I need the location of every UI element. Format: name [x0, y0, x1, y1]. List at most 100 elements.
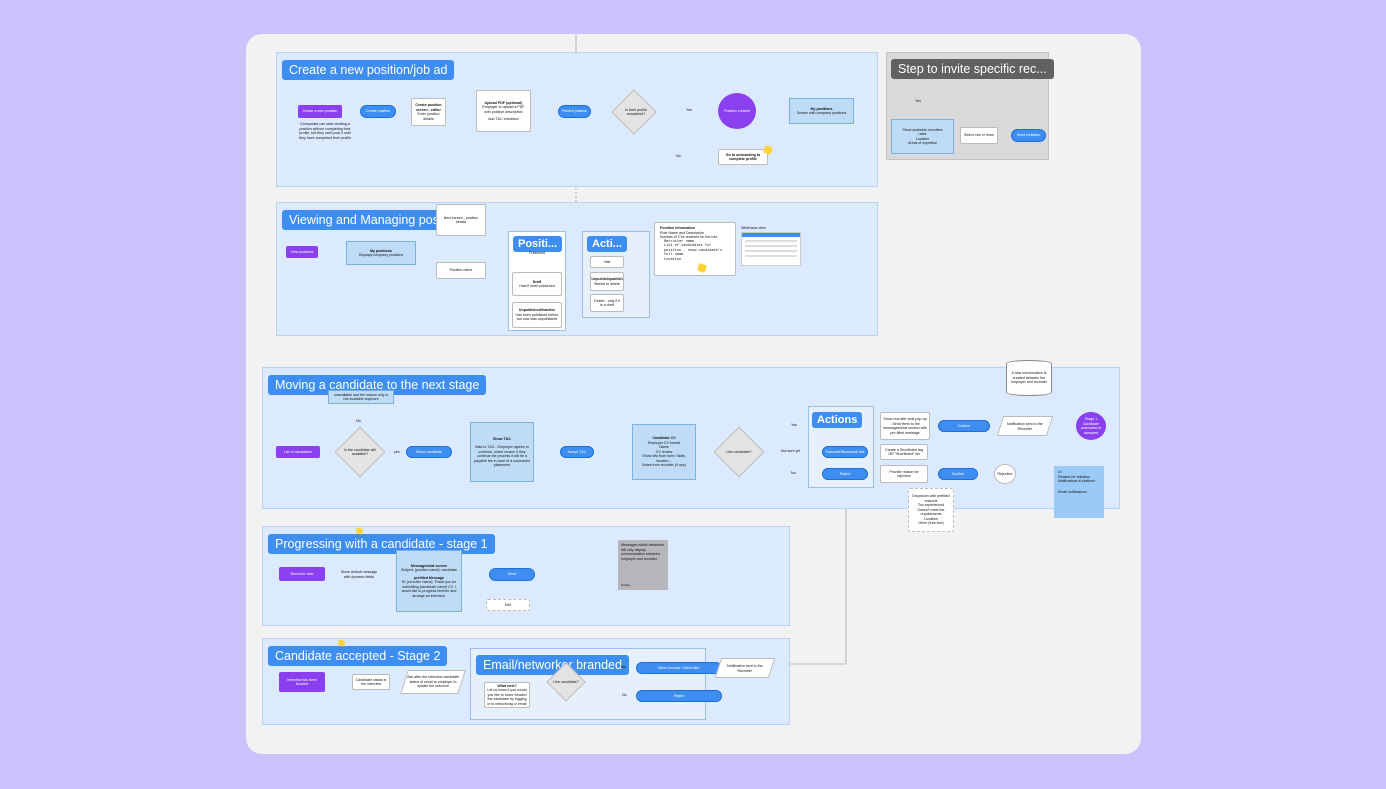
stage1-circle: Stage 1 Candidate automated is accepted — [1076, 412, 1106, 440]
no-label: No — [356, 419, 361, 423]
position-name-node: Position name — [436, 262, 486, 279]
candidate-cv-node: Candidate CV Employer CV format Name CV … — [632, 424, 696, 480]
candidate-status-node: Candidate status in the interview — [352, 674, 390, 690]
candidate-cv-item: Name — [659, 445, 669, 450]
no-label: No — [791, 471, 796, 475]
notification-node: Notification sent to the Recruiter — [996, 416, 1054, 436]
wireframe-row — [745, 240, 797, 242]
moving-actions-header: Actions — [812, 412, 863, 428]
yes-label: yes — [394, 450, 400, 454]
unpublished-body: Has been published before but now was un… — [515, 312, 559, 322]
what-next-node: What next? Let us know if you would you … — [484, 682, 530, 708]
edit-button[interactable]: Edit — [486, 599, 530, 611]
like-candidate-question: Like candidate? — [553, 679, 579, 684]
message-body-title: prefilled Message — [413, 575, 445, 580]
actions-header: Acti... — [587, 236, 627, 252]
yes-label: Yes — [791, 423, 797, 427]
view-positions-button[interactable]: View positions — [286, 246, 318, 258]
create-new-position-button[interactable]: Create a new position — [298, 105, 342, 118]
no-label: No — [622, 693, 627, 697]
ui-sticky-note: UI Reason for rejection Notifications in… — [1054, 466, 1104, 518]
conversation-cylinder: A new conversation is created between th… — [1006, 360, 1052, 396]
rejection-reason: Doesn't meet the requirements — [917, 507, 945, 517]
my-positions-title: My positions — [810, 106, 833, 111]
rejection-reasons-title: Dropdown with prefilled reasons — [912, 494, 950, 503]
show-recruiters-item: Location — [915, 136, 930, 141]
create-position-button[interactable]: Create position — [360, 105, 396, 118]
favourite-button[interactable]: Favourite/Bookmark this — [822, 446, 868, 458]
provide-reason-node: Provide reason for rejection — [880, 465, 928, 483]
section-create-position: Create a new position/job ad — [276, 52, 878, 187]
message-body: Hi, [recruiter name]. Thank you for subm… — [401, 580, 457, 598]
select-candidate-button[interactable]: Select candidate — [406, 446, 452, 458]
show-tc-node: Show T&C links to T&C - Employer agrees … — [470, 422, 534, 482]
my-positions-screen: My positions Displays company positions — [346, 241, 416, 265]
create-screen-title: Create position screen - editor — [415, 103, 442, 112]
grey-sticky-text: Messages within networker will only disp… — [621, 543, 665, 561]
show-recruiters-node: Show available recruiters rates Location… — [891, 119, 954, 154]
upload-body: Employer to upload a PDF with position d… — [482, 105, 525, 114]
upload-extra: Add T&C checkbox — [488, 117, 519, 121]
accepted-notification-text: Notification sent to the Recruiter — [727, 663, 763, 673]
candidate-cv-item: Notes from recruiter (if any) — [642, 463, 686, 468]
section-title: Step to invite specific rec... — [891, 59, 1054, 79]
ui-sticky-item: Reason for rejection — [1058, 474, 1091, 479]
show-tc-title: Show T&C — [493, 436, 511, 441]
accepted-reject-button[interactable]: Reject — [636, 690, 722, 702]
no-label: No — [676, 154, 681, 158]
position-info-sub: List of candidates for position - show c… — [664, 244, 723, 257]
list-candidates-button[interactable]: List of candidates — [276, 446, 320, 458]
send-invitation-button[interactable]: Send invitation — [1011, 129, 1046, 142]
like-candidate-question: Like candidate? — [726, 449, 752, 454]
visit-node: Visit — [590, 256, 624, 268]
wireframe-row — [745, 255, 797, 257]
show-tc-body: links to T&C - Employer agrees to contin… — [474, 445, 530, 467]
show-recruiters-item: rates — [918, 132, 927, 136]
position-info-title: Position information — [660, 226, 695, 230]
rejection-reasons-node: Dropdown with prefilled reasons Too expe… — [908, 488, 954, 532]
section-title: Moving a candidate to the next stage — [268, 375, 487, 395]
invite-yes-label: Yes — [915, 99, 921, 103]
reject-button[interactable]: Reject — [822, 468, 868, 480]
message-chat-node: Message/chat screen Subject: [position n… — [396, 550, 462, 612]
onboarding-text: Go to onboarding to complete profile — [725, 152, 761, 162]
what-next-body: Let us know if you would you like to mov… — [487, 688, 527, 706]
unpublish-title: Unpublish/publish — [591, 277, 623, 281]
confirm-button[interactable]: Confirm — [938, 468, 978, 480]
yes-label: Yes — [620, 665, 626, 669]
position-created-circle: Position created — [718, 93, 756, 129]
candidate-cv-sub: Employer CV format — [647, 440, 681, 445]
rejection-reason: Other (free text) — [918, 521, 944, 526]
grey-sticky-note: Messages within networker will only disp… — [618, 540, 668, 590]
send-button[interactable]: Send — [489, 568, 535, 581]
draft-body: Hasn't been published — [519, 284, 555, 288]
unpublished-title: Unpublished/Inactive — [518, 308, 556, 313]
candidate-cv-title: Candidate CV — [652, 436, 676, 441]
accepted-notification-node: Notification sent to the Recruiter — [714, 658, 776, 678]
delete-node: Delete - only if it is a draft — [590, 294, 624, 312]
section-viewing-positions: Viewing and Managing positions — [276, 202, 878, 336]
candidate-cv-item: Show info from form: Skills, location... — [642, 454, 686, 463]
draft-title: Draft — [532, 279, 542, 284]
recruiter-view-button[interactable]: Recruiter view — [279, 567, 325, 581]
confirm-button[interactable]: Confirm — [938, 420, 990, 432]
board: Create a new position/job ad Create a ne… — [246, 34, 1141, 754]
unpublished-node: Unpublished/Inactive Has been published … — [512, 302, 562, 328]
position-info-node: Position information Role Name and Descr… — [654, 222, 736, 276]
email-branded-title: Email/networker branded — [476, 655, 629, 675]
move-forward-button[interactable]: Move forward / Send offer — [636, 662, 722, 674]
interview-booked-button[interactable]: Interview has been booked — [279, 672, 325, 692]
shortlisted-tag-node: Create a Shortlisted tag OR "Shortlisted… — [880, 444, 928, 460]
show-recruiter-chat-node: Show recruiter chat pop-up - Send them t… — [880, 412, 930, 440]
accept-tc-button[interactable]: Accept T&C — [560, 446, 594, 458]
section-title: Create a new position/job ad — [282, 60, 455, 80]
section-title: Progressing with a candidate - stage 1 — [268, 534, 495, 554]
select-one-node: Select one or more — [960, 127, 998, 144]
rejection-reason: Location — [924, 516, 938, 521]
my-positions-body: Displays company positions — [358, 253, 404, 257]
show-recruiters-title: Show available recruiters — [902, 127, 943, 132]
is-available-question: Is the candidate still available? — [344, 447, 376, 457]
position-info-sub: Recruiter name — [664, 239, 695, 244]
publish-position-button[interactable]: Publish position — [558, 105, 591, 118]
not-sure-label: Not sure yet — [781, 449, 801, 453]
